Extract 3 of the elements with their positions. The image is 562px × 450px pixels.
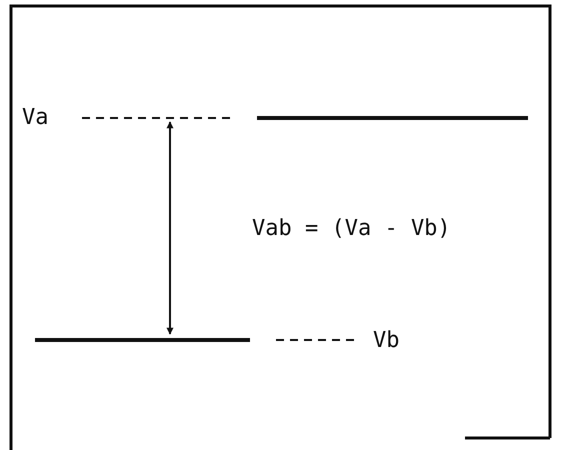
voltage-label: Vb (373, 330, 400, 352)
voltage-label: Va (22, 107, 48, 129)
voltage-label: Vab = (Va - Vb) (252, 218, 451, 240)
